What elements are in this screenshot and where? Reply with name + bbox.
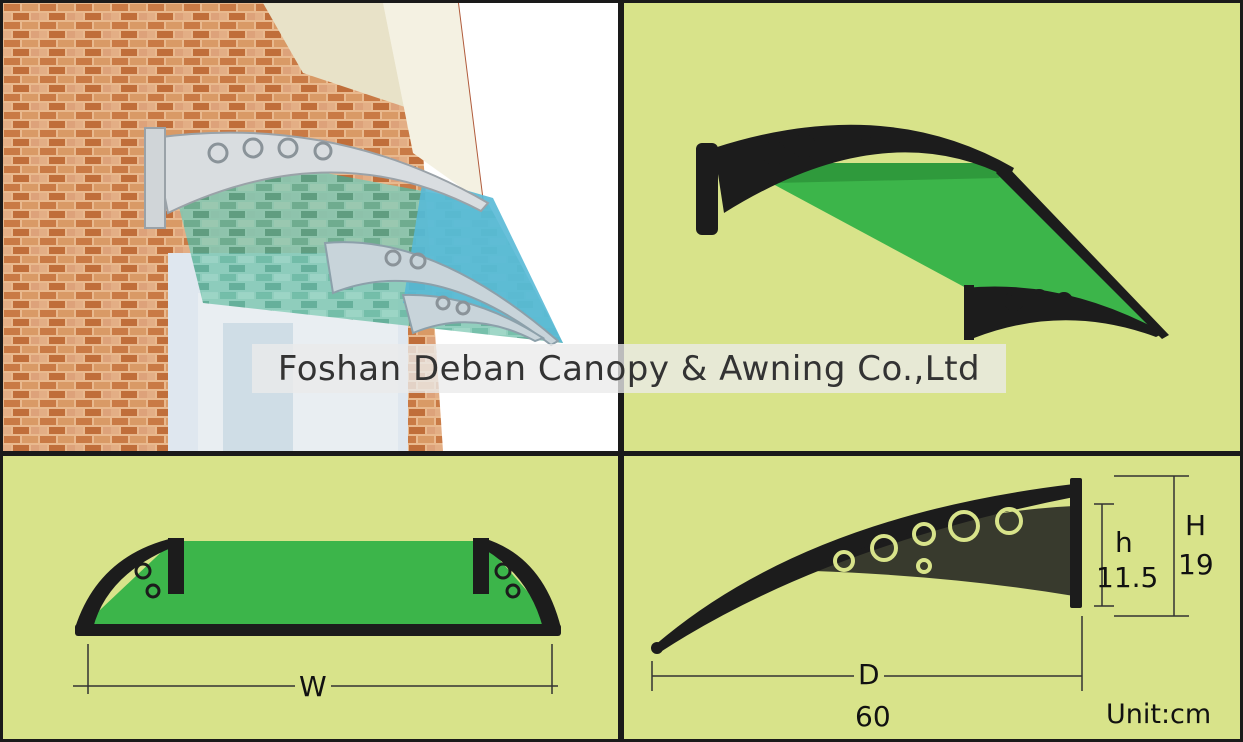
front-view: [3, 456, 618, 739]
inner-height-label: h: [1115, 526, 1133, 559]
depth-value: 60: [855, 700, 891, 733]
total-height-label: H: [1185, 509, 1207, 542]
inner-height-value: 11.5: [1096, 561, 1159, 594]
depth-label: D: [854, 658, 884, 691]
total-height-value: 19: [1178, 548, 1214, 581]
company-banner: Foshan Deban Canopy & Awning Co.,Ltd: [252, 344, 1006, 393]
width-label: W: [295, 670, 331, 703]
side-profile-view: [624, 456, 1240, 739]
unit-label: Unit:cm: [1106, 699, 1212, 730]
